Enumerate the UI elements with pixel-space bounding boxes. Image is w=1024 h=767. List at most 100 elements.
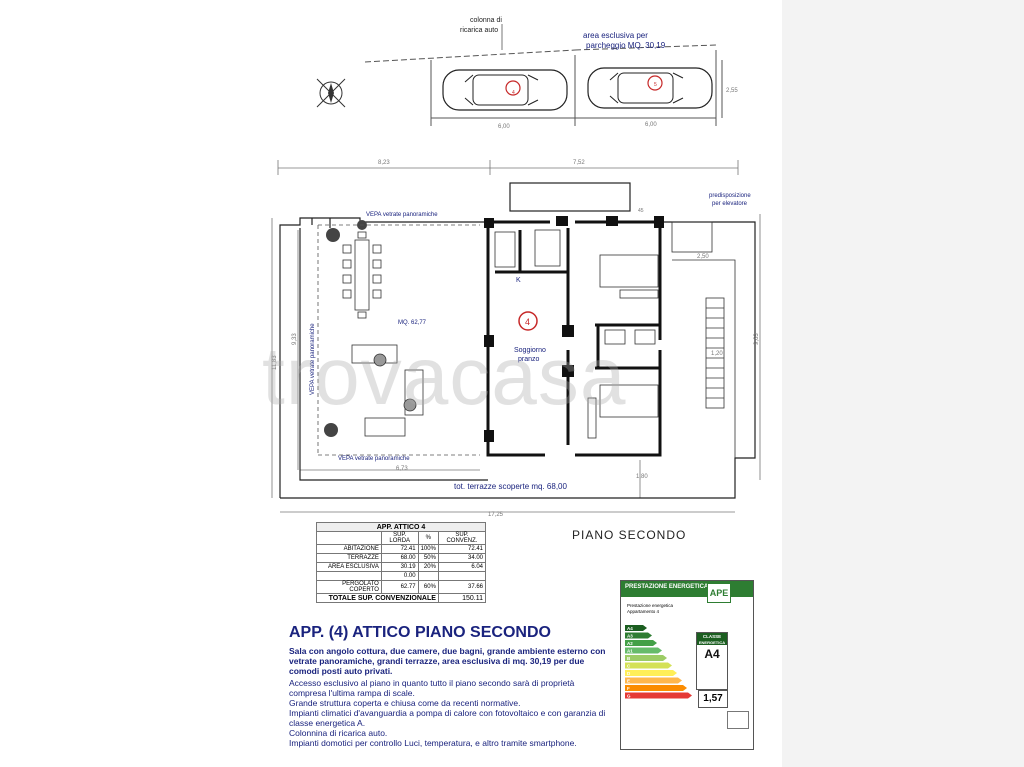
table-cell [437, 571, 487, 581]
table-cell: PERGOLATO COPERTO [316, 580, 382, 594]
table-cell: 68.00 [380, 553, 419, 563]
table-cell [417, 571, 439, 581]
plant-icon [324, 220, 367, 437]
table-total-value: 150.11 [437, 593, 487, 603]
table-total-row: TOTALE SUP. CONVENZIONALE 150.11 [316, 593, 487, 603]
page-title: APP. (4) ATTICO PIANO SECONDO [289, 624, 551, 641]
table-cell: 37.66 [437, 580, 487, 594]
dim-bottom-terrace: 6,73 [396, 466, 408, 472]
dim-stairs: 1,20 [711, 351, 723, 357]
unit-number: 4 [525, 317, 530, 327]
energy-class-label: C [627, 664, 631, 669]
description-line: Colonnina di ricarica auto. [289, 728, 388, 738]
energy-class-bar [625, 685, 687, 691]
energy-line: Appartamento 4 [627, 609, 660, 614]
dining-table [342, 231, 382, 319]
floor-label: PIANO SECONDO [572, 528, 687, 542]
dim-right: 9,63 [754, 333, 760, 345]
table-header: SUP. LORDA [380, 531, 419, 545]
table-cell: 100% [417, 544, 439, 554]
parking-marker-2: 5 [654, 82, 657, 88]
table-cell: TERRAZZE [316, 553, 382, 563]
table-cell: 34.00 [437, 553, 487, 563]
dim-bottom-total: 17,25 [488, 512, 504, 518]
energy-class-bar [625, 662, 672, 669]
table-cell: 72.41 [437, 544, 487, 554]
dim-top-1: 8,23 [378, 160, 390, 166]
dim-parking-width-2: 6,00 [645, 122, 657, 128]
charging-label: ricarica auto [460, 27, 498, 34]
table-header [316, 531, 382, 545]
wall-pillars [484, 216, 664, 442]
description-line: Impianti domotici per controllo Luci, te… [289, 738, 577, 748]
unit-marker: 4 [518, 311, 538, 331]
dimension-lines [271, 160, 761, 513]
energy-class-bar [625, 632, 652, 639]
table-cell: 20% [417, 562, 439, 572]
description-line: Grande struttura coperta e chiusa come d… [289, 698, 521, 708]
dim-lift: 2,50 [697, 254, 709, 260]
vepa-top-label: VEPA vetrate panoramiche [366, 212, 438, 218]
energy-index: 1,57 [698, 690, 728, 708]
description-line: Impianti climatici d'avanguardia a pompa… [289, 708, 606, 728]
description-line: Accesso esclusivo al piano in quanto tut… [289, 678, 575, 698]
energy-class-label: D [627, 671, 631, 676]
fixtures [494, 229, 659, 439]
terrace-total-label: tot. terrazze scoperte mq. 68,00 [454, 482, 567, 491]
energy-class-bar [625, 670, 677, 676]
dim-parking-width-1: 6,00 [498, 124, 510, 130]
energy-class-label: E [627, 679, 630, 684]
right-margin [782, 0, 1024, 767]
room-label: Soggiorno [514, 347, 546, 354]
dim-left-total: 11,83 [272, 355, 278, 370]
description: Accesso esclusivo al piano in quanto tut… [289, 678, 609, 748]
vepa-left-label: VEPA vetrate panoramiche [310, 323, 316, 395]
energy-header: PRESTAZIONE ENERGETICA [621, 581, 753, 597]
sofa-set [351, 344, 424, 437]
class-label: CLASSE [697, 633, 727, 640]
energy-class-label: G [627, 694, 631, 699]
class-value: A4 [704, 647, 720, 661]
energy-class-bar [625, 692, 692, 699]
energy-class-label: F [627, 686, 630, 691]
plan-labels: colonna di ricarica auto 4 5 2,55 6,00 6… [338, 17, 751, 518]
area-table: APP. ATTICO 4 SUP. LORDA % SUP. CONVENZ.… [316, 522, 487, 603]
energy-class-box: CLASSE ENERGETICA A4 [696, 632, 728, 690]
energy-class-label: A4 [627, 626, 633, 631]
table-cell [316, 571, 382, 581]
watermark: trovacasa [262, 331, 627, 422]
table-row: TERRAZZE 68.00 50% 34.00 [316, 553, 487, 563]
parking-label: parcheggio MQ. 30,19 [586, 41, 666, 50]
energy-class-bar [625, 655, 667, 661]
staircase [671, 221, 736, 458]
table-header: % [417, 531, 439, 545]
page-subtitle: Sala con angolo cottura, due camere, due… [289, 646, 606, 676]
table-row: 0.00 [316, 571, 487, 581]
parking-marker-1: 4 [512, 90, 515, 96]
signature-box [727, 711, 749, 729]
table-cell: AREA ESCLUSIVA [316, 562, 382, 572]
ape-logo: APE [707, 583, 731, 603]
dim-left-inner: 9,33 [292, 333, 298, 345]
charging-label: colonna di [470, 17, 502, 24]
dim-top-2: 7,52 [573, 160, 585, 166]
vepa-lines [317, 224, 480, 456]
dim-45: 45 [638, 208, 644, 214]
vepa-bottom-label: VEPA vetrate panoramiche [338, 456, 410, 462]
apartment-walls [486, 220, 662, 457]
left-margin [0, 0, 246, 767]
energy-class-bar [625, 677, 682, 684]
energy-class-label: A2 [627, 641, 633, 646]
lift-label: per elevatore [712, 201, 748, 207]
parking-label: area esclusiva per [583, 31, 648, 40]
energy-certificate: PRESTAZIONE ENERGETICA APE Prestazione e… [620, 580, 754, 750]
energy-line: Prestazione energetica [627, 603, 674, 608]
table-cell: 72.41 [380, 544, 419, 554]
table-cell: ABITAZIONE [316, 544, 382, 554]
area-mq-label: MQ. 62,77 [398, 320, 427, 326]
energy-class-bar [625, 640, 657, 646]
energy-class-bar [625, 625, 647, 631]
table-row: AREA ESCLUSIVA 30.19 20% 6.04 [316, 562, 487, 572]
